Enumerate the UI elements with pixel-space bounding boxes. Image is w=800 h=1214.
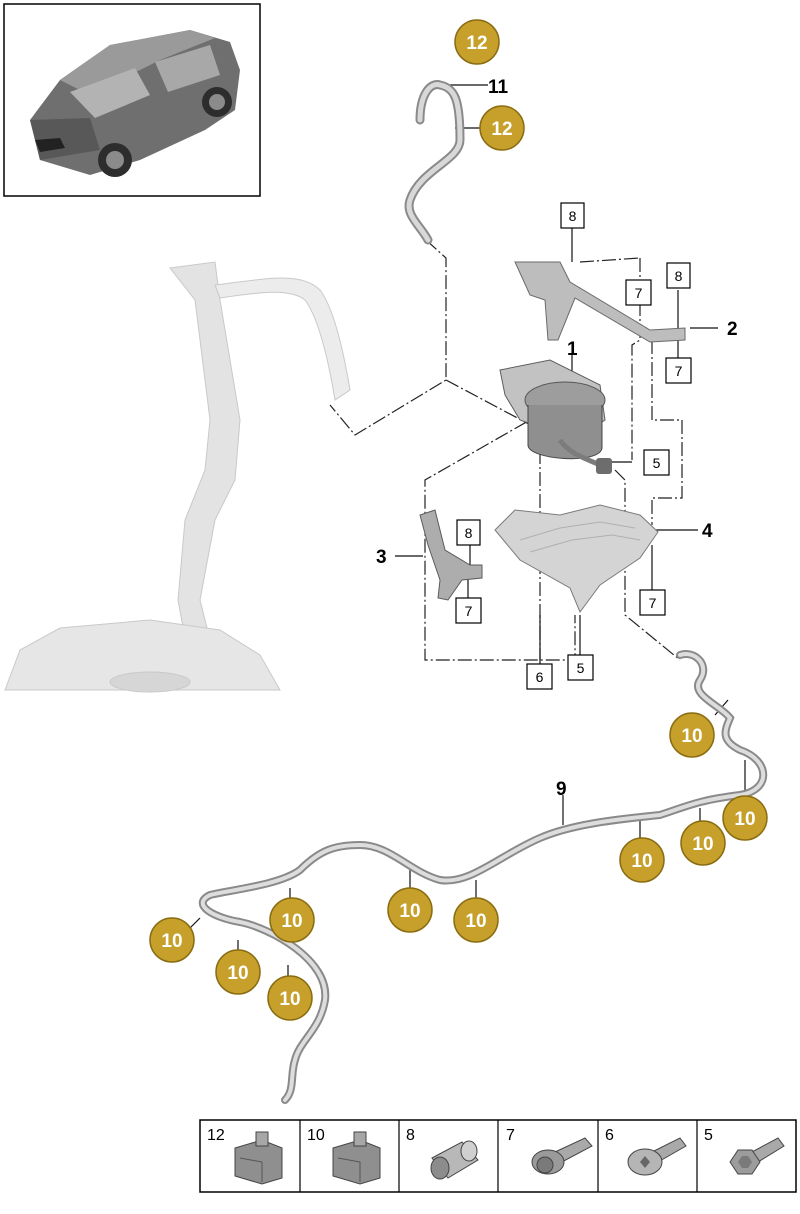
label-1: 1: [567, 339, 578, 360]
svg-text:10: 10: [307, 1127, 325, 1144]
callout-12-top: 12: [454, 19, 500, 65]
flange-bolt-icon: [531, 1137, 593, 1175]
box-callout-8: 8: [456, 519, 481, 546]
svg-text:10: 10: [734, 809, 755, 830]
svg-text:10: 10: [279, 989, 300, 1010]
heat-shield-4: [494, 504, 659, 614]
svg-text:7: 7: [675, 363, 683, 379]
bracket-2: [514, 261, 686, 343]
callout-10: 10: [669, 712, 715, 758]
svg-text:8: 8: [569, 208, 577, 224]
svg-text:7: 7: [465, 603, 473, 619]
callout-10: 10: [269, 897, 315, 943]
box-callout-7: 7: [455, 597, 482, 624]
svg-text:12: 12: [491, 119, 512, 140]
legend-cell-8: 8: [406, 1127, 479, 1180]
svg-text:10: 10: [692, 834, 713, 855]
label-2: 2: [727, 319, 738, 340]
bracket-3: [419, 509, 483, 601]
callout-10: 10: [387, 887, 433, 933]
filler-pipe-ghost: [4, 261, 351, 693]
parts-legend: 12 10 8 7: [199, 1119, 797, 1193]
box-callout-6: 6: [526, 663, 553, 690]
clip-icon: [332, 1131, 381, 1185]
hex-bolt-icon: [729, 1137, 785, 1175]
box-callout-8: 8: [666, 262, 691, 289]
callout-10: 10: [267, 975, 313, 1021]
callout-10: 10: [215, 949, 261, 995]
box-callout-7: 7: [665, 357, 692, 384]
torx-bolt-icon: [627, 1137, 687, 1176]
svg-text:6: 6: [536, 669, 544, 685]
label-11: 11: [488, 77, 509, 98]
svg-text:7: 7: [649, 595, 657, 611]
callout-10: 10: [722, 795, 768, 841]
box-callout-7: 7: [639, 589, 666, 616]
legend-cell-12: 12: [207, 1127, 283, 1185]
label-4: 4: [702, 521, 713, 542]
svg-text:10: 10: [227, 963, 248, 984]
svg-text:5: 5: [704, 1127, 713, 1144]
legend-cell-5: 5: [704, 1127, 785, 1175]
callout-10: 10: [619, 837, 665, 883]
label-3: 3: [376, 547, 387, 568]
box-callout-5: 5: [567, 654, 594, 681]
box-callouts: 8 7 8 7 5 8 7 7 6 5: [455, 202, 692, 690]
callout-12-lower: 12: [479, 105, 525, 151]
svg-text:6: 6: [605, 1127, 614, 1144]
svg-text:10: 10: [281, 911, 302, 932]
legend-cell-7: 7: [506, 1127, 593, 1175]
svg-text:8: 8: [406, 1127, 415, 1144]
vent-pipe-11: [404, 80, 465, 245]
nut-icon: [430, 1140, 479, 1180]
box-callout-8: 8: [560, 202, 585, 229]
svg-text:10: 10: [631, 851, 652, 872]
label-9: 9: [556, 779, 567, 800]
svg-text:12: 12: [466, 33, 487, 54]
legend-cell-6: 6: [605, 1127, 687, 1176]
svg-text:5: 5: [653, 455, 661, 471]
svg-text:7: 7: [635, 285, 643, 301]
svg-text:10: 10: [161, 931, 182, 952]
legend-cell-10: 10: [307, 1127, 381, 1185]
svg-text:12: 12: [207, 1127, 225, 1144]
box-callout-7: 7: [625, 279, 652, 306]
svg-text:10: 10: [465, 911, 486, 932]
charcoal-canister-1: [499, 359, 612, 474]
part-labels: 11 1 2 3 4 9: [376, 77, 738, 800]
clip-icon: [234, 1131, 283, 1185]
callout-10: 10: [680, 820, 726, 866]
svg-text:5: 5: [577, 660, 585, 676]
vehicle-thumbnail: [3, 3, 261, 197]
box-callout-5: 5: [643, 449, 670, 476]
svg-text:8: 8: [465, 525, 473, 541]
vent-line-9: [198, 650, 768, 1104]
svg-text:10: 10: [681, 726, 702, 747]
callout-10: 10: [149, 917, 195, 963]
svg-text:10: 10: [399, 901, 420, 922]
svg-text:8: 8: [675, 268, 683, 284]
gold-callouts: 12 12 10 10 10 10 10 10: [149, 19, 768, 1021]
svg-text:7: 7: [506, 1127, 515, 1144]
callout-10: 10: [453, 897, 499, 943]
